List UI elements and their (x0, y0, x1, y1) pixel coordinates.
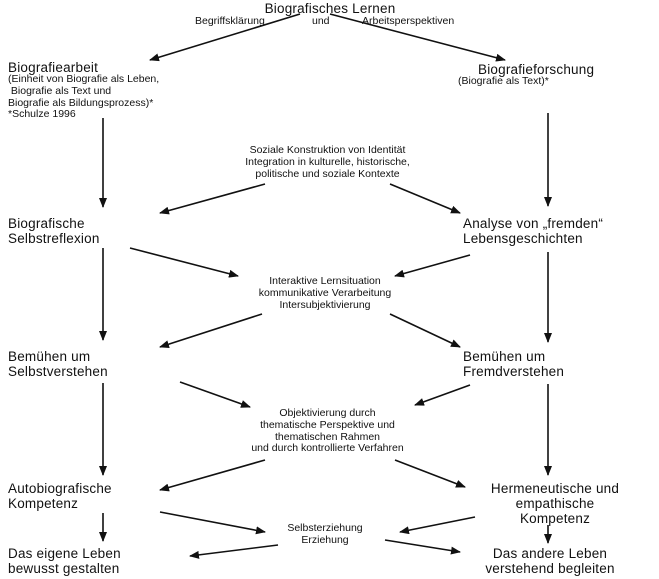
arrow-soziale-to-selbstreflexion (159, 183, 266, 215)
node-eigene-leben: Das eigene Leben bewusst gestalten (8, 546, 121, 577)
subtitle-und: und (312, 15, 330, 27)
arrow-autobiografische-to-erziehung (159, 511, 266, 535)
node-interaktive-lernsituation: Interaktive Lernsituation kommunikative … (258, 275, 392, 311)
node-biografiearbeit-title: Biografiearbeit (8, 60, 99, 75)
node-objektivierung: Objektivierung durch thematische Perspek… (251, 407, 404, 455)
arrow-erziehung-to-andere (384, 539, 461, 555)
node-autobiografische-kompetenz: Autobiografische Kompetenz (8, 481, 112, 512)
arrow-interaktive-to-selbstverstehen (159, 313, 263, 349)
arrow-objektivierung-to-hermeneutische (394, 459, 466, 488)
node-biografische-selbstreflexion: Biografische Selbstreflexion (8, 216, 100, 247)
node-analyse-fremde-lebensgeschichten: Analyse von „fremden“ Lebensgeschichten (463, 216, 604, 247)
arrow-interaktive-to-fremdverstehen (389, 313, 461, 348)
arrow-erziehung-to-eigene (189, 544, 279, 559)
subtitle-begriffsklaerung: Begriffsklärung (195, 15, 265, 27)
diagram-title: Biografisches Lernen (264, 1, 396, 16)
node-biografieforschung-desc: (Biografie als Text)* (458, 75, 549, 87)
node-soziale-konstruktion: Soziale Konstruktion von Identität Integ… (245, 144, 410, 180)
arrow-soziale-to-analyse (389, 183, 461, 214)
node-selbsterziehung-erziehung: Selbsterziehung Erziehung (287, 522, 363, 546)
arrow-hermeneutische-to-erziehung (399, 516, 476, 535)
node-bemuehen-selbstverstehen: Bemühen um Selbstverstehen (8, 349, 108, 380)
arrow-selbstreflexion-to-interaktive (129, 247, 239, 278)
node-bemuehen-fremdverstehen: Bemühen um Fremdverstehen (463, 349, 565, 380)
node-biografieforschung-title: Biografieforschung (478, 62, 595, 77)
arrow-title-to-biografieforschung (329, 13, 506, 62)
arrow-title-to-biografiearbeit (149, 13, 301, 62)
node-hermeneutische-kompetenz: Hermeneutische und empathische Kompetenz (490, 481, 620, 527)
node-biografiearbeit-desc: (Einheit von Biografie als Leben, Biogra… (8, 73, 160, 121)
arrow-objektivierung-to-autobiografische (159, 459, 266, 492)
node-andere-leben: Das andere Leben verstehend begleiten (485, 546, 615, 577)
arrow-selbstverstehen-to-objektivierung (179, 381, 251, 408)
arrow-analyse-to-interaktive (394, 254, 471, 278)
subtitle-arbeitsperspektiven: Arbeitsperspektiven (362, 15, 455, 27)
arrow-fremdverstehen-to-objektivierung (414, 384, 471, 406)
